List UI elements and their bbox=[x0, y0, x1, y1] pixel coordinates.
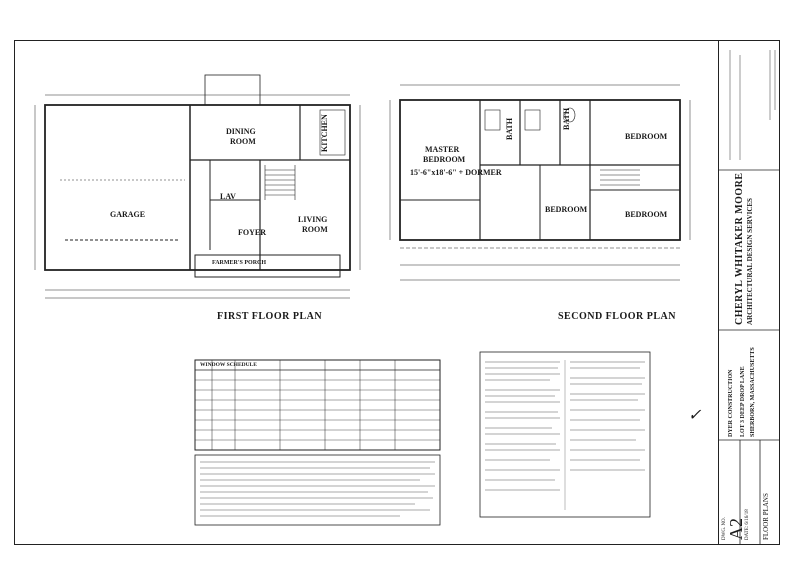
bath2-label: BATH bbox=[562, 107, 571, 130]
date-label: DATE: 6/16/18 bbox=[745, 509, 750, 540]
dining-label: DINING bbox=[226, 127, 256, 136]
client-name: DYER CONSTRUCTION bbox=[728, 369, 734, 437]
dining-label-2: ROOM bbox=[230, 137, 256, 146]
title-block bbox=[718, 40, 780, 545]
sheet-label: FLOOR PLANS bbox=[762, 493, 770, 540]
bedroom-ne-label: BEDROOM bbox=[625, 132, 668, 141]
bedroom-se-label: BEDROOM bbox=[625, 210, 668, 219]
second-floor-plan-title: SECOND FLOOR PLAN bbox=[558, 311, 676, 322]
signature-mark: ✓ bbox=[688, 407, 702, 424]
address-line-1: LOT 3 DEEP DROP LANE bbox=[740, 366, 746, 437]
kitchen-label: KITCHEN bbox=[320, 114, 329, 152]
first-floor-plan-title: FIRST FLOOR PLAN bbox=[217, 311, 323, 322]
firm-subtitle: ARCHITECTURAL DESIGN SERVICES bbox=[746, 198, 754, 325]
living-label: LIVING bbox=[298, 215, 328, 224]
address-line-2: SHERBORN, MASSACHUSETTS bbox=[750, 347, 756, 437]
master-label: MASTER bbox=[425, 145, 460, 154]
firm-name: CHERYL WHITAKER MOORE bbox=[734, 172, 745, 325]
garage-label: GARAGE bbox=[110, 210, 146, 219]
window-schedule-title: WINDOW SCHEDULE bbox=[200, 362, 257, 368]
bedroom-mid-label: BEDROOM bbox=[545, 205, 588, 214]
sheet-border bbox=[14, 40, 780, 545]
lav-label: LAV bbox=[220, 192, 236, 201]
sheet-number: A2 bbox=[726, 518, 746, 540]
dormer-note: 15'-6"x18'-6" + DORMER bbox=[410, 168, 502, 177]
master-label-2: BEDROOM bbox=[423, 155, 466, 164]
bath1-label: BATH bbox=[505, 117, 514, 140]
living-label-2: ROOM bbox=[302, 225, 328, 234]
foyer-label: FOYER bbox=[238, 228, 266, 237]
porch-label: FARMER'S PORCH bbox=[212, 260, 267, 266]
